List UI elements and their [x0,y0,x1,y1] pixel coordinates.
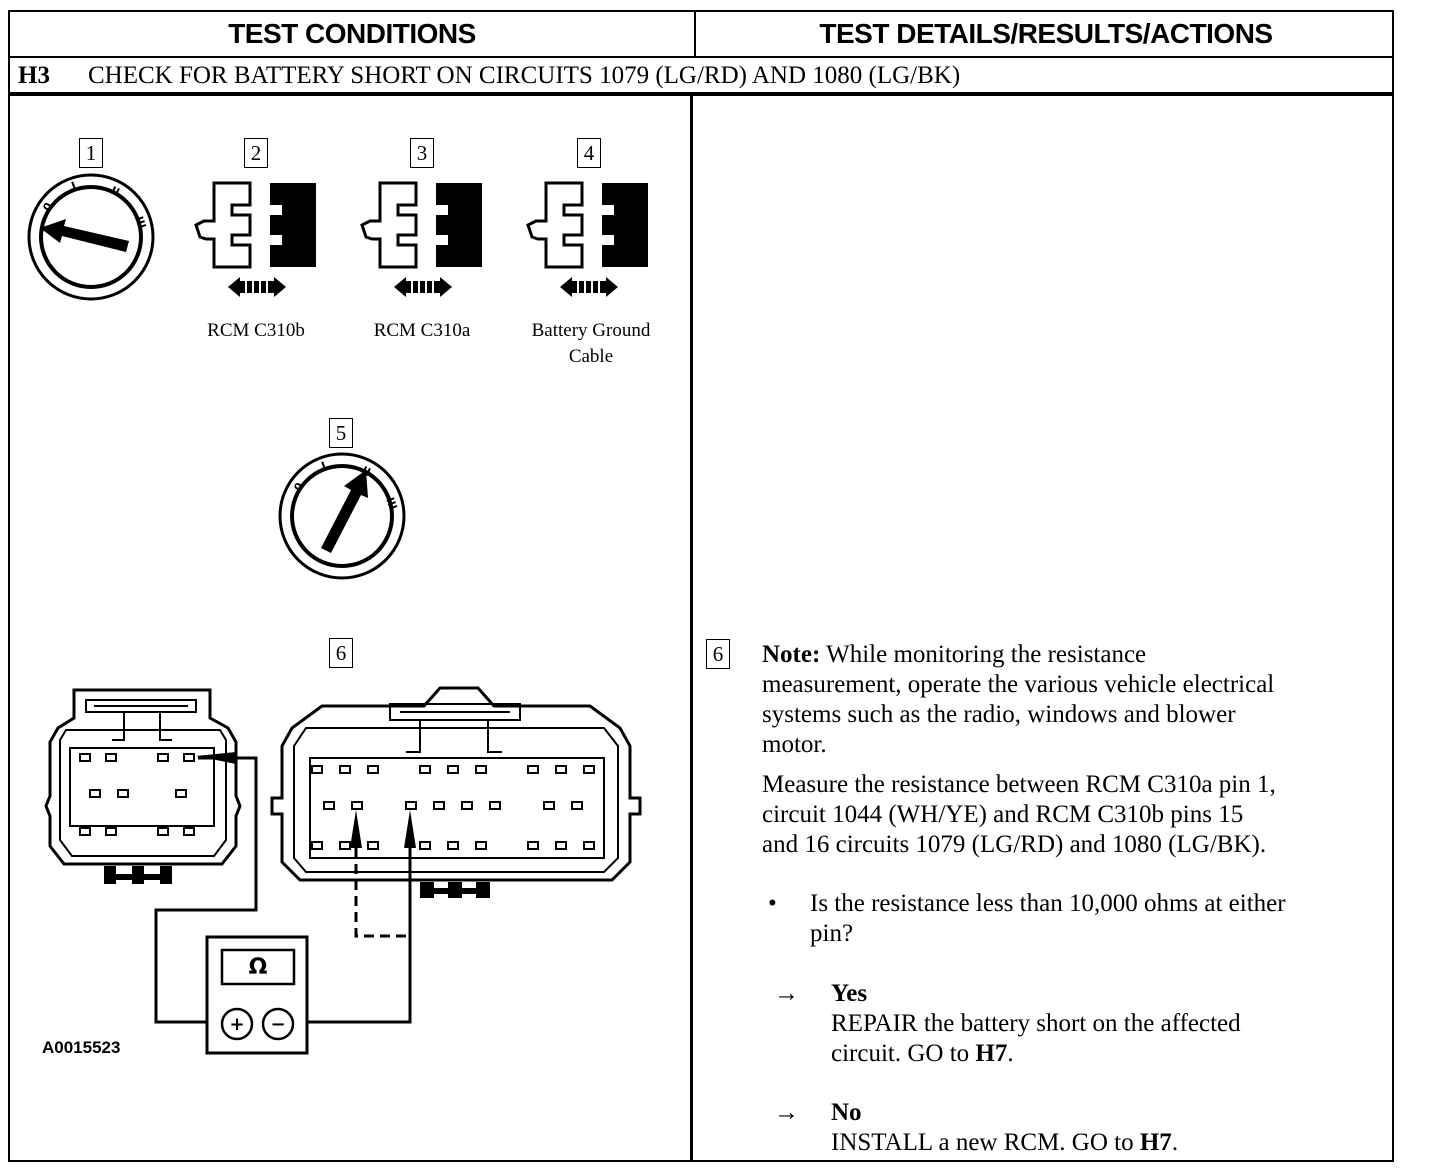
step-box-3: 3 [410,138,434,168]
caption-line: Battery Ground [531,320,651,341]
note-paragraph: Note: While monitoring the resistance me… [762,640,1392,760]
header-test-conditions: TEST CONDITIONS [228,18,476,49]
note-line: systems such as the radio, windows and b… [762,701,1236,728]
no-branch: No INSTALL a new RCM. GO to H7. [831,1098,1391,1158]
no-arrow-icon: → [774,1099,799,1126]
details-step-box: 6 [706,639,730,669]
yes-action-text: circuit. GO to [831,1040,976,1067]
section-title: CHECK FOR BATTERY SHORT ON CIRCUITS 1079… [88,62,961,89]
meter-positive-terminal: + [229,1013,245,1035]
header-divider [694,12,696,56]
column-divider [690,96,693,1162]
section-header: H3 CHECK FOR BATTERY SHORT ON CIRCUITS 1… [18,58,960,94]
step-box-5: 5 [329,418,353,448]
caption-battery-ground-cable: Battery Ground Cable [506,318,676,370]
measure-line: and 16 circuits 1079 (LG/RD) and 1080 (L… [762,831,1267,858]
caption-rcm-c310a: RCM C310a [373,320,471,341]
note-line: Note: While monitoring the resistance [762,640,1392,670]
meter-negative-terminal: − [270,1013,286,1035]
section-code: H3 [18,62,50,89]
question-line: Is the resistance less than 10,000 ohms … [810,890,1286,917]
step-box-2: 2 [244,138,268,168]
ohm-symbol: Ω [248,954,268,980]
step-box-1: 1 [79,138,103,168]
yes-goto-ref: H7 [975,1040,1008,1067]
question: Is the resistance less than 10,000 ohms … [810,889,1390,949]
bullet: • [768,890,777,917]
yes-action-text: . [1007,1040,1014,1067]
yes-action-line: REPAIR the battery short on the affected [831,1010,1241,1037]
yes-branch: Yes REPAIR the battery short on the affe… [831,979,1391,1069]
measure-line: Measure the resistance between RCM C310a… [762,771,1276,798]
no-action-line: INSTALL a new RCM. GO to H7. [831,1128,1391,1158]
yes-action-line: circuit. GO to H7. [831,1039,1391,1069]
no-goto-ref: H7 [1139,1129,1172,1156]
no-action-text: INSTALL a new RCM. GO to [831,1129,1140,1156]
step-box-6: 6 [329,638,353,668]
section-rule [10,92,1392,96]
step-box-4: 4 [577,138,601,168]
question-line: pin? [810,920,854,947]
note-line: measurement, operate the various vehicle… [762,671,1275,698]
yes-label: Yes [831,980,868,1007]
measure-line: circuit 1044 (WH/YE) and RCM C310b pins … [762,801,1244,828]
test-table: TEST CONDITIONS TEST DETAILS/RESULTS/ACT… [8,10,1394,1162]
header-test-details: TEST DETAILS/RESULTS/ACTIONS [819,18,1273,49]
figure-id: A0015523 [42,1038,121,1057]
caption-line: Cable [568,346,614,367]
no-label: No [831,1099,862,1126]
header-rule [10,56,1392,58]
caption-rcm-c310b: RCM C310b [207,320,305,341]
note-text: While monitoring the resistance [820,641,1147,668]
note-label: Note: [762,641,821,668]
measure-paragraph: Measure the resistance between RCM C310a… [762,770,1392,860]
no-action-text: . [1171,1129,1179,1156]
yes-arrow-icon: → [774,980,799,1007]
note-line: motor. [762,731,827,758]
